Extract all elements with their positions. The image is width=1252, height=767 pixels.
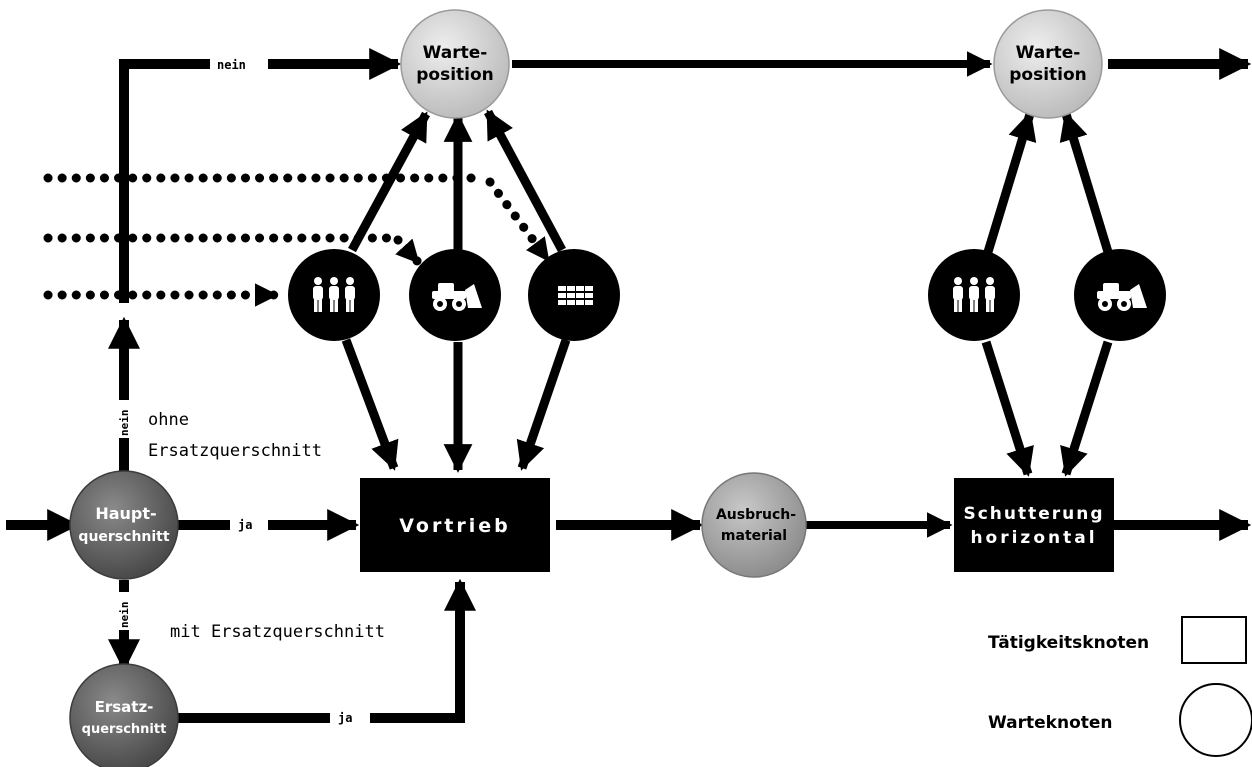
wait-node-ersatzquerschnitt: Ersatz- querschnitt xyxy=(69,663,179,767)
legend: Tätigkeitsknoten Warteknoten xyxy=(988,616,1252,757)
label-nein-down: nein xyxy=(118,602,131,629)
svg-text:position: position xyxy=(1009,65,1087,85)
wait-node-warte-2: Warte- position xyxy=(993,9,1103,119)
edge-material-vortrieb xyxy=(516,338,571,471)
legend-wait-symbol xyxy=(1179,683,1252,757)
activity-node-vortrieb: Vortrieb xyxy=(360,478,550,572)
label-mit-ersatz: mit Ersatzquerschnitt xyxy=(170,622,385,642)
legend-activity-label: Tätigkeitsknoten xyxy=(988,633,1149,653)
label-ja-ersatz: ja xyxy=(338,711,352,725)
svg-text:horizontal: horizontal xyxy=(970,528,1097,548)
loader-icon xyxy=(1074,249,1166,341)
svg-text:Warte-: Warte- xyxy=(423,43,488,63)
wait-node-warte-1: Warte- position xyxy=(400,9,510,119)
svg-text:material: material xyxy=(721,528,787,544)
edge-workers2-warte2 xyxy=(983,111,1037,254)
workers-icon xyxy=(288,249,380,341)
loader-icon xyxy=(409,249,501,341)
svg-text:Ausbruch-: Ausbruch- xyxy=(716,507,796,523)
svg-text:Schutterung: Schutterung xyxy=(963,504,1104,524)
svg-text:Warte-: Warte- xyxy=(1016,43,1081,63)
label-ja-haupt: ja xyxy=(238,518,252,532)
edge-labels: nein nein nein ja ja ohne Ersatzquerschn… xyxy=(116,57,385,726)
svg-text:Ersatz-: Ersatz- xyxy=(95,698,154,716)
grid-material-icon xyxy=(528,249,620,341)
dotted-feed-2-diag xyxy=(393,235,423,267)
edge-ersatz-ja-b xyxy=(370,578,477,723)
svg-text:querschnitt: querschnitt xyxy=(78,529,169,545)
label-ohne-ersatz: Ersatzquerschnitt xyxy=(148,441,322,461)
edge-nein-top xyxy=(119,59,210,303)
svg-text:querschnitt: querschnitt xyxy=(82,722,167,737)
wait-node-hauptquerschnitt: Haupt- querschnitt xyxy=(69,470,179,580)
svg-text:Haupt-: Haupt- xyxy=(95,504,156,523)
label-nein-top: nein xyxy=(217,58,246,72)
dotted-feed-1-diag xyxy=(485,177,553,265)
edge-workers-warte1 xyxy=(348,111,430,253)
label-ohne: ohne xyxy=(148,410,189,430)
wait-node-ausbruchmaterial: Ausbruch- material xyxy=(701,472,807,578)
legend-wait-label: Warteknoten xyxy=(988,713,1113,733)
edge-loader2-warte2 xyxy=(1059,111,1113,254)
svg-text:position: position xyxy=(416,65,494,85)
connectors xyxy=(6,47,1252,723)
edge-loader2-schutterung xyxy=(1060,340,1113,477)
activity-node-schutterung: Schutterung horizontal xyxy=(954,478,1114,572)
label-nein-up: nein xyxy=(118,410,131,437)
edge-workers-vortrieb xyxy=(341,338,399,471)
edge-material-warte1 xyxy=(484,109,566,253)
edge-workers2-schutterung xyxy=(981,340,1034,477)
legend-activity-symbol xyxy=(1181,616,1247,664)
svg-text:Vortrieb: Vortrieb xyxy=(399,515,511,537)
workers-icon xyxy=(928,249,1020,341)
